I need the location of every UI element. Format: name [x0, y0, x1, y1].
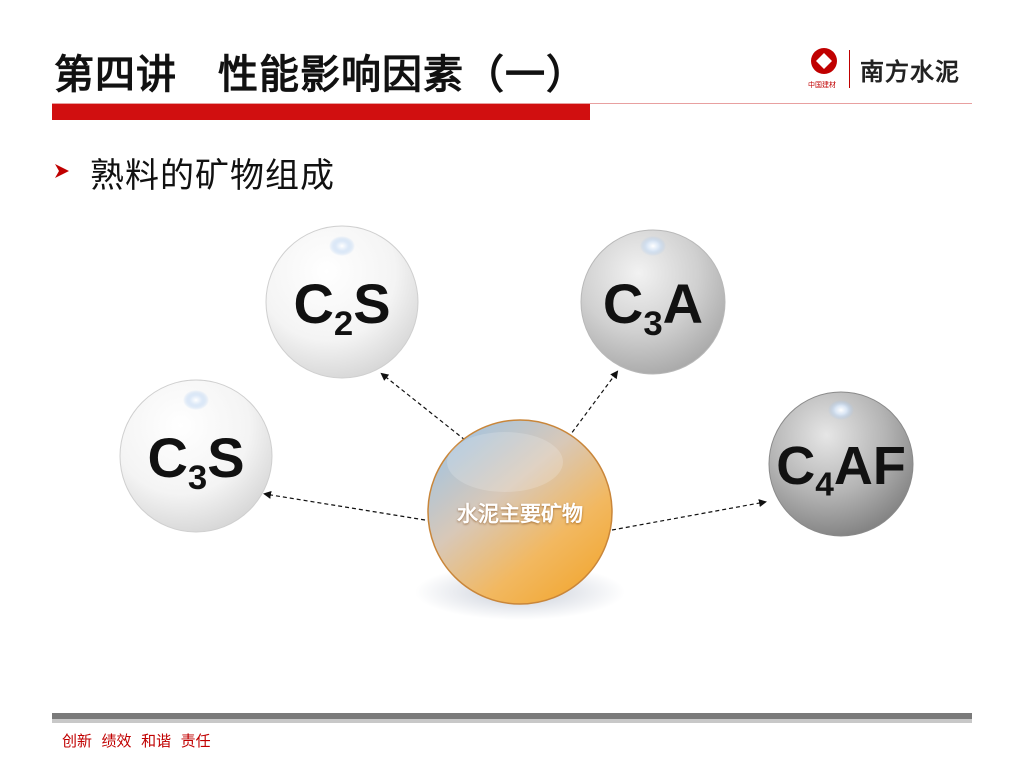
- arrow-to-c2s: [380, 372, 466, 441]
- bullet-arrow-icon: [55, 164, 69, 178]
- mineral-ball-c4af: [768, 391, 914, 537]
- header-thin-line: [52, 103, 972, 104]
- center-label: 水泥主要矿物: [457, 502, 583, 526]
- footer-light-bar: [52, 719, 972, 723]
- mineral-label-c3s: C3S: [147, 426, 245, 498]
- mineral-label-c4af: C4AF: [776, 436, 906, 504]
- center-ball: [415, 419, 625, 620]
- footer-dark-bar: [52, 713, 972, 719]
- mineral-label-c2s: C2S: [293, 272, 391, 344]
- slide-title: 第四讲 性能影响因素（一）: [54, 52, 587, 98]
- mineral-label-c3a: C3A: [602, 272, 704, 344]
- logo-company-name: 南方水泥: [860, 58, 960, 86]
- company-logo: 中国建材 南方水泥: [806, 46, 976, 94]
- bullet-text: 熟料的矿物组成: [90, 156, 335, 196]
- footer-motto: 创新 绩效 和谐 责任: [62, 732, 211, 750]
- mineral-ball-c3s: [119, 379, 273, 533]
- logo-brand-small: 中国建材: [808, 81, 836, 89]
- arrow-to-c3a: [567, 370, 619, 439]
- arrow-to-c3s: [263, 491, 426, 521]
- logo-mark-icon: [811, 48, 837, 74]
- mineral-ball-c3a: [580, 229, 726, 375]
- mineral-ball-c2s: [265, 225, 419, 379]
- arrow-to-c4af: [611, 499, 767, 531]
- logo-separator: [849, 50, 850, 88]
- header-red-bar: [52, 104, 590, 120]
